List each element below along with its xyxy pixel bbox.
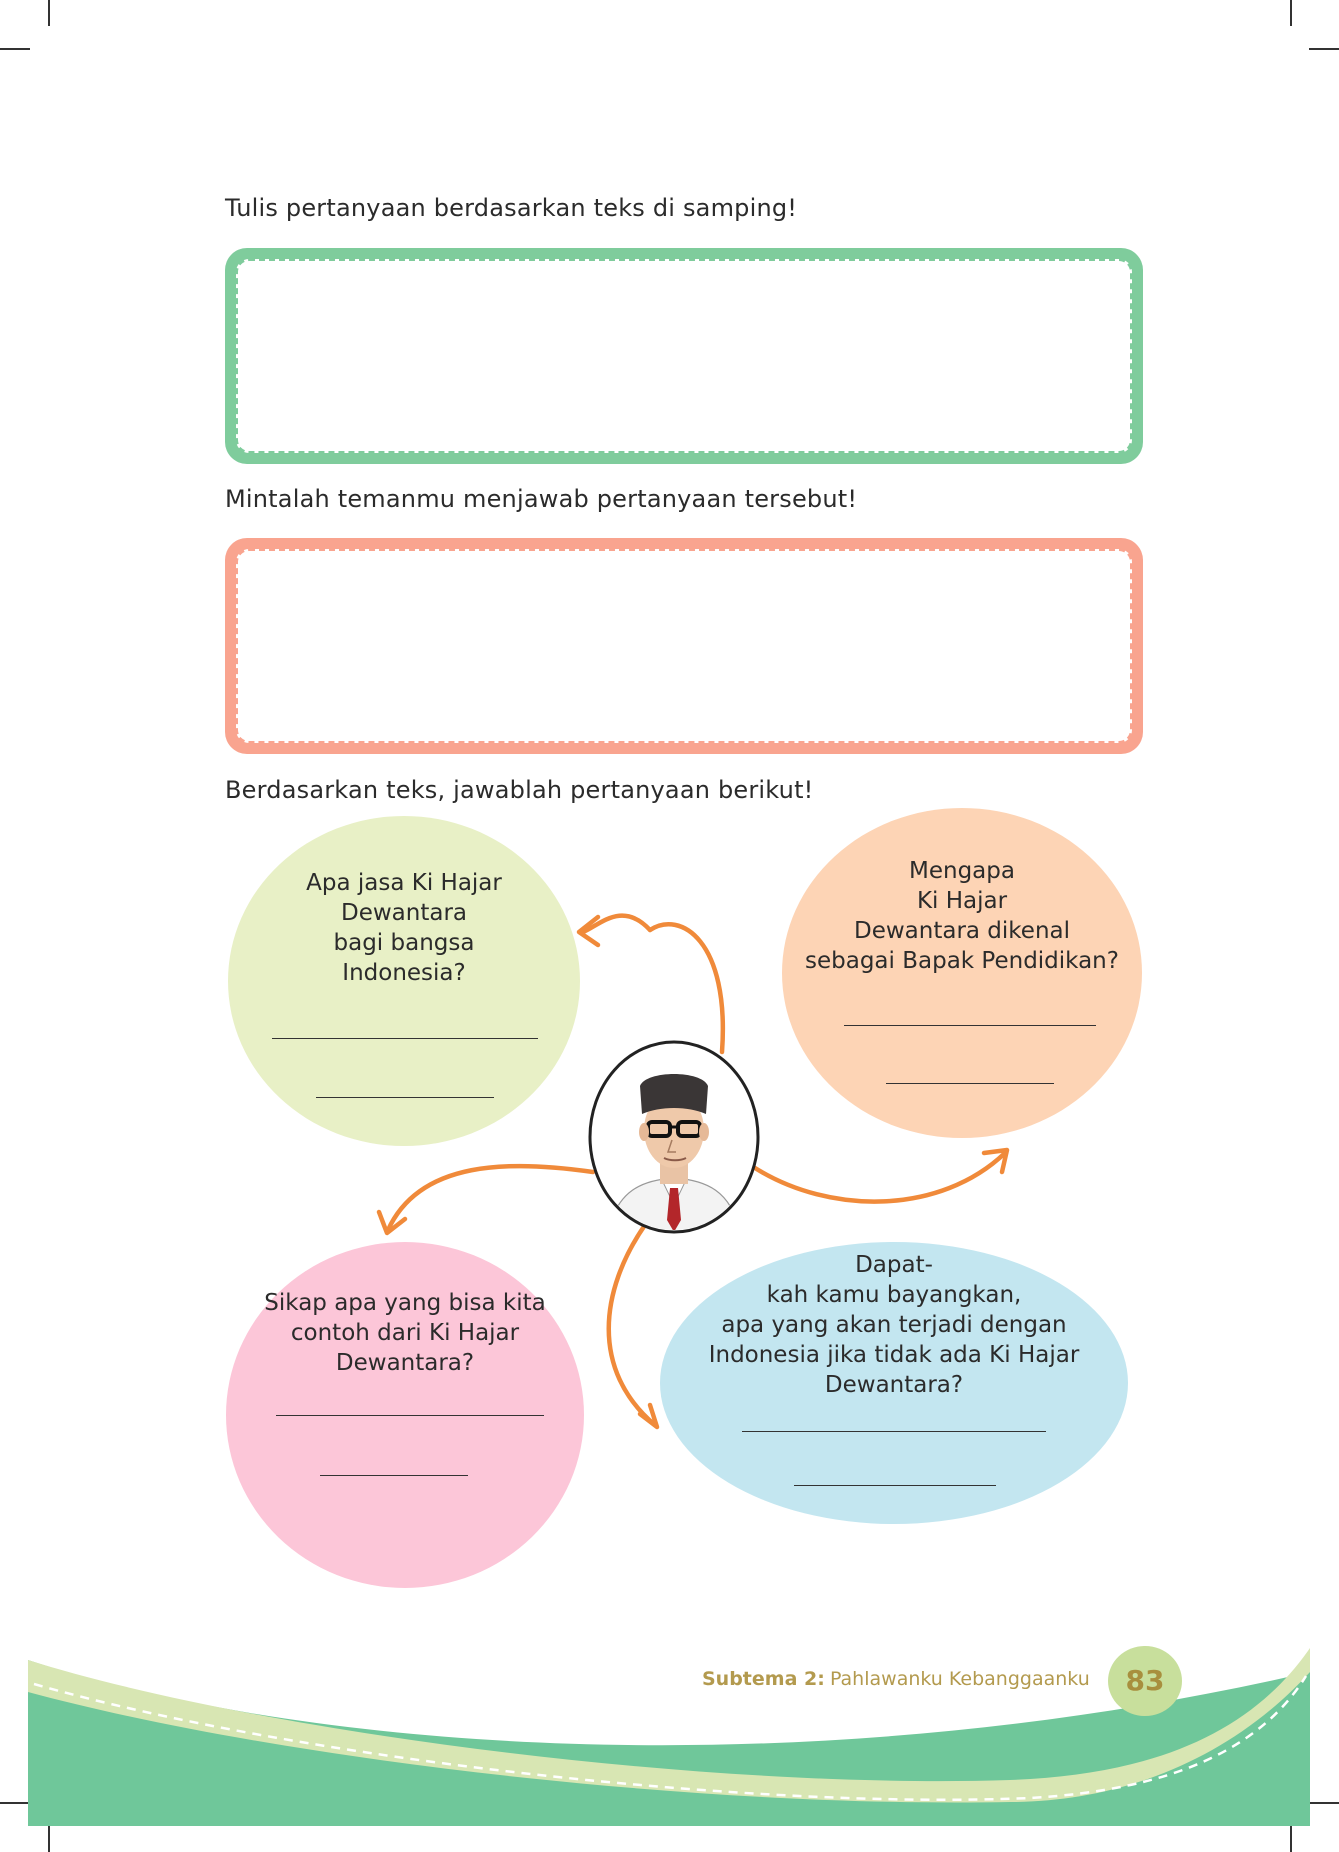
subtheme-label: Subtema 2: bbox=[702, 1668, 825, 1690]
instruction-write-question: Tulis pertanyaan berdasarkan teks di sam… bbox=[225, 194, 798, 222]
question-text: Dapat- kah kamu bayangkan, apa yang akan… bbox=[708, 1252, 1080, 1398]
arrow-to-bottom-right bbox=[606, 1222, 658, 1428]
crop-mark bbox=[48, 0, 50, 26]
arrowhead-top-left bbox=[576, 914, 601, 948]
crop-mark bbox=[1290, 1826, 1292, 1852]
answer-box-salmon[interactable] bbox=[225, 538, 1143, 754]
arrowhead-bottom-right bbox=[637, 1402, 660, 1430]
question-bubble-bottom-left: Sikap apa yang bisa kita contoh dari Ki … bbox=[226, 1242, 584, 1588]
crop-mark bbox=[1290, 0, 1292, 26]
portrait-illustration bbox=[588, 1040, 760, 1234]
instruction-ask-friend: Mintalah temanmu menjawab pertanyaan ter… bbox=[225, 485, 858, 513]
crop-mark bbox=[1309, 48, 1339, 50]
writing-area[interactable] bbox=[236, 259, 1132, 453]
crop-mark bbox=[0, 48, 30, 50]
arrowhead-top-right bbox=[981, 1147, 1010, 1175]
arrow-to-bottom-left bbox=[385, 1163, 596, 1233]
portrait-ki-hajar-dewantara bbox=[588, 1040, 760, 1234]
crop-mark bbox=[0, 1802, 30, 1804]
page-number-badge: 83 bbox=[1108, 1646, 1182, 1716]
crop-mark bbox=[48, 1826, 50, 1852]
subtheme-title: Pahlawanku Kebanggaanku bbox=[829, 1668, 1090, 1690]
question-bubble-bottom-right: Dapat- kah kamu bayangkan, apa yang akan… bbox=[660, 1242, 1128, 1524]
page-number: 83 bbox=[1125, 1664, 1165, 1697]
answer-line[interactable] bbox=[886, 1083, 1054, 1084]
question-bubble-top-left: Apa jasa Ki Hajar Dewantara bagi bangsa … bbox=[228, 816, 580, 1146]
answer-line[interactable] bbox=[844, 1025, 1096, 1026]
arrowhead-bottom-left bbox=[376, 1209, 408, 1236]
answer-line[interactable] bbox=[276, 1415, 544, 1416]
arrow-to-top-right bbox=[752, 1150, 1008, 1204]
answer-line[interactable] bbox=[272, 1038, 538, 1039]
crop-mark bbox=[1309, 1802, 1339, 1804]
instruction-answer-questions: Berdasarkan teks, jawablah pertanyaan be… bbox=[225, 776, 814, 804]
question-bubble-top-right: Mengapa Ki Hajar Dewantara dikenal sebag… bbox=[782, 808, 1142, 1138]
arrow-to-top-left-tail bbox=[580, 913, 653, 935]
question-text: Sikap apa yang bisa kita contoh dari Ki … bbox=[264, 1290, 546, 1376]
footer-wave bbox=[28, 1648, 1310, 1826]
writing-area[interactable] bbox=[236, 549, 1132, 743]
question-answer-box-green[interactable] bbox=[225, 248, 1143, 464]
arrow-to-top-left bbox=[647, 922, 726, 1055]
answer-line[interactable] bbox=[320, 1475, 468, 1476]
question-text: Mengapa Ki Hajar Dewantara dikenal sebag… bbox=[805, 858, 1119, 974]
footer-subtheme: Subtema 2: Pahlawanku Kebanggaanku bbox=[702, 1668, 1090, 1690]
answer-line[interactable] bbox=[742, 1431, 1046, 1432]
answer-line[interactable] bbox=[316, 1097, 494, 1098]
answer-line[interactable] bbox=[794, 1485, 996, 1486]
question-text: Apa jasa Ki Hajar Dewantara bagi bangsa … bbox=[306, 870, 502, 986]
